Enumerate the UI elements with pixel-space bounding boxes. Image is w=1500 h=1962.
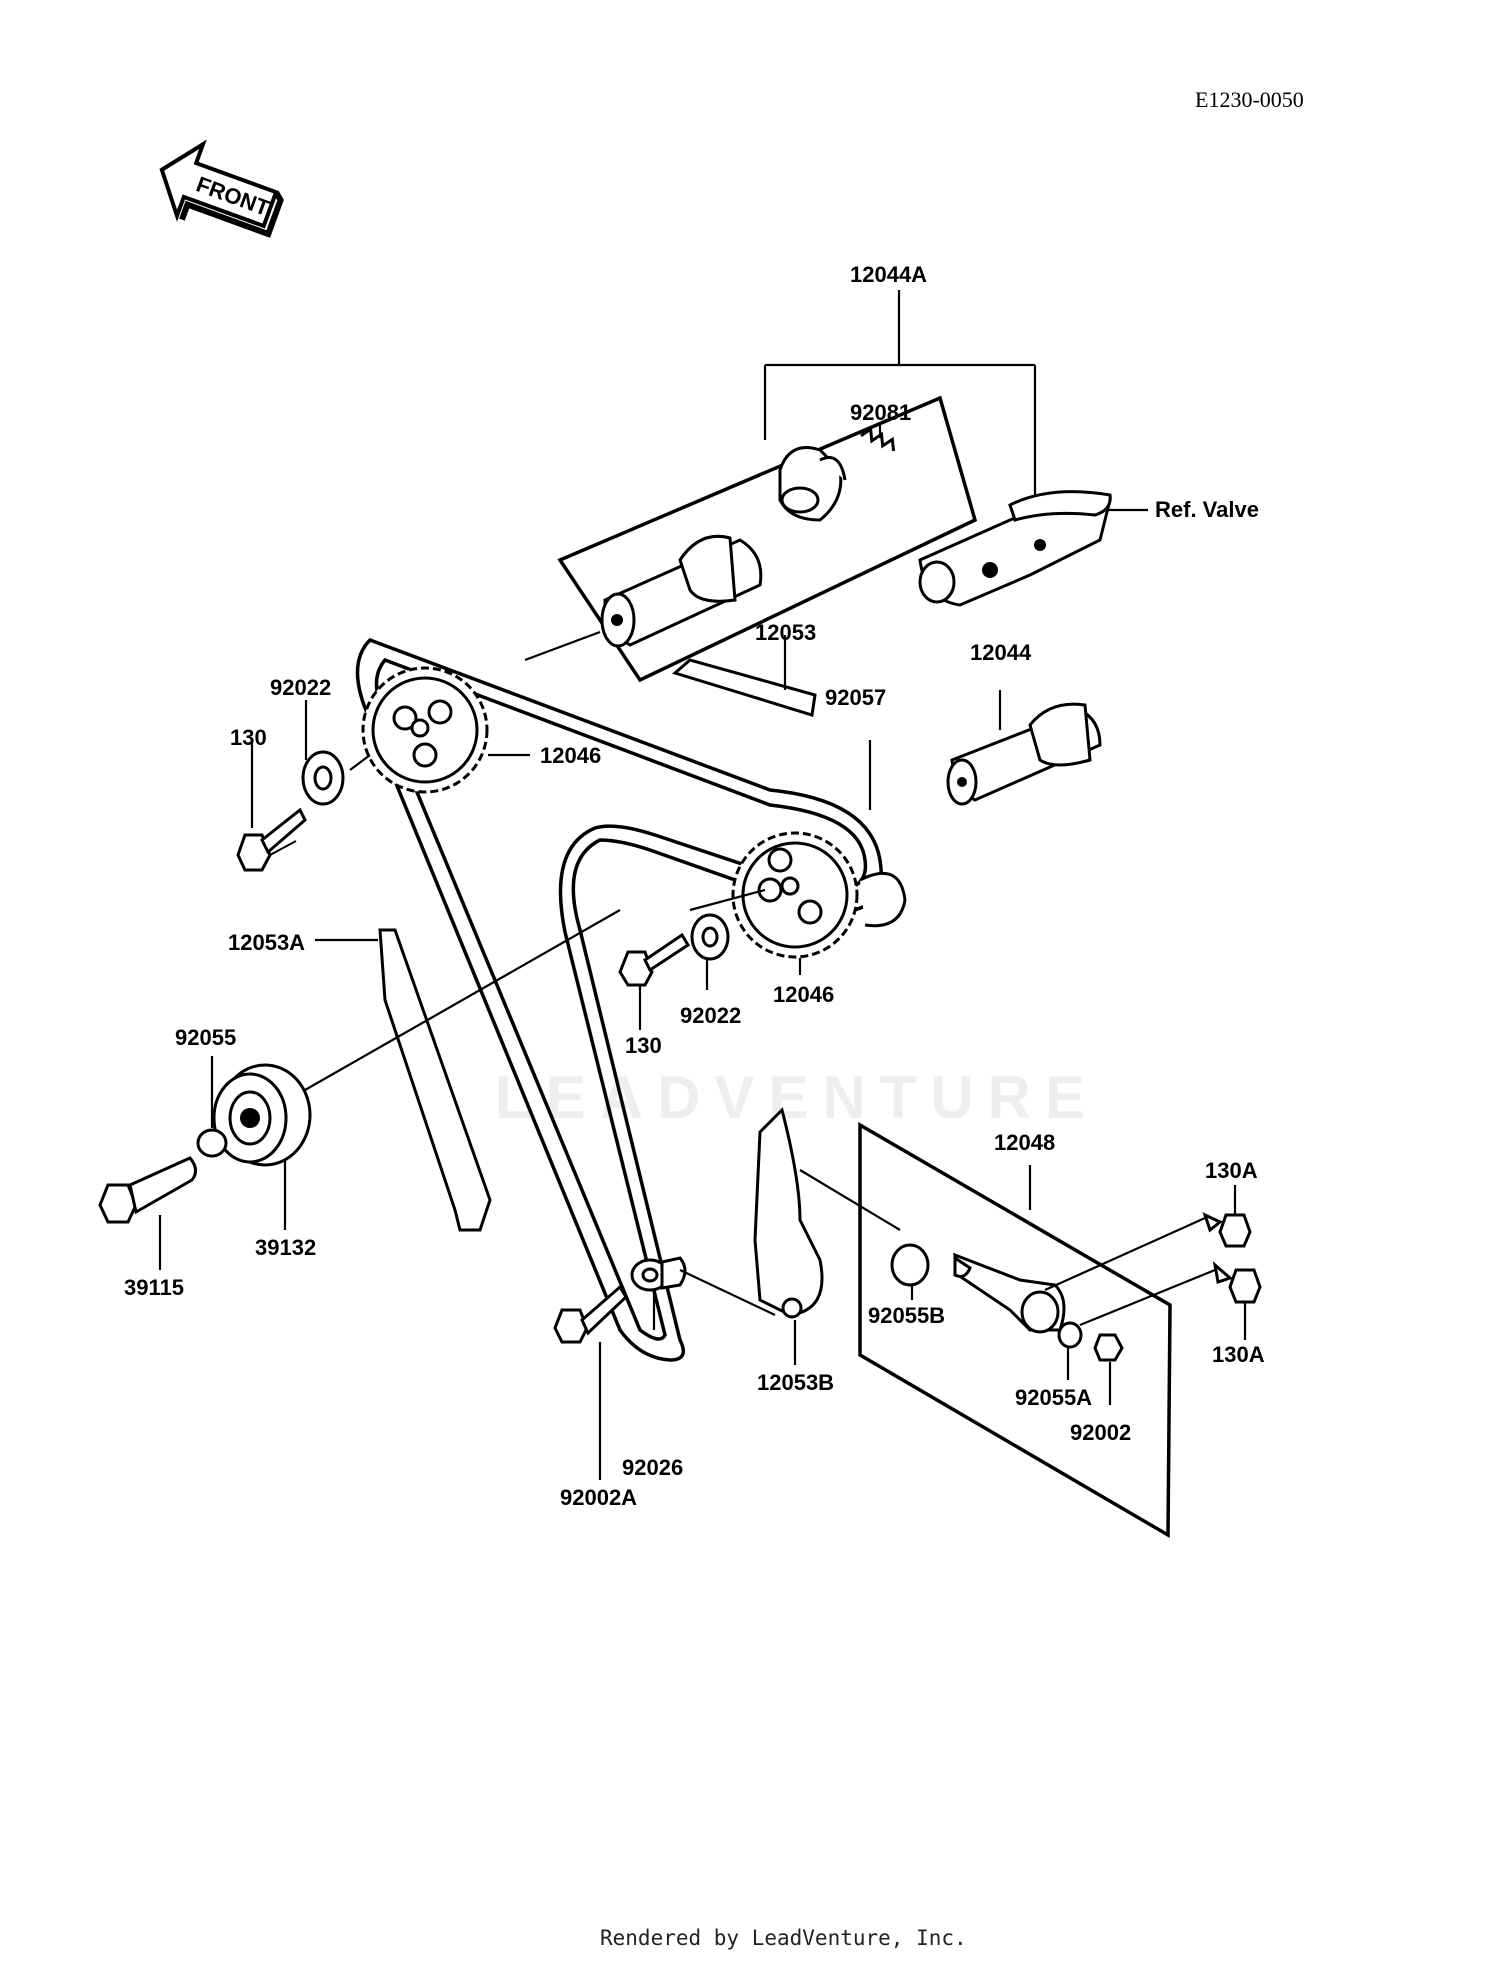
label-12046-lower: 12046 <box>773 982 834 1007</box>
rocker-arm-ref-valve <box>918 490 1148 607</box>
label-92002: 92002 <box>1070 1420 1131 1445</box>
label-92002a: 92002A <box>560 1485 637 1510</box>
label-130-lower: 130 <box>625 1033 662 1058</box>
plug-bolt-92002 <box>1093 1333 1124 1405</box>
label-92055b: 92055B <box>868 1303 945 1328</box>
label-92022-lower: 92022 <box>680 1003 741 1028</box>
label-12053a: 12053A <box>228 930 305 955</box>
label-130a-upper: 130A <box>1205 1158 1258 1183</box>
front-arrow-icon: FRONT <box>159 139 284 238</box>
label-130-upper: 130 <box>230 725 267 750</box>
label-92022-upper: 92022 <box>270 675 331 700</box>
bolt-130a-lower <box>1079 1261 1262 1340</box>
label-92055a: 92055A <box>1015 1385 1092 1410</box>
footer-credit: Rendered by LeadVenture, Inc. <box>600 1926 967 1950</box>
camshaft-12044 <box>946 690 1102 806</box>
collar-92026 <box>630 1256 776 1330</box>
washer-92022-lower <box>690 913 730 990</box>
tensioner-guide-12053b <box>753 1107 901 1365</box>
label-92081: 92081 <box>850 400 911 425</box>
label-12053b: 12053B <box>757 1370 834 1395</box>
shaft-bolt-39115 <box>98 1156 197 1270</box>
bolt-130-lower <box>618 932 691 1030</box>
label-130a-lower: 130A <box>1212 1342 1265 1367</box>
label-92057: 92057 <box>825 685 886 710</box>
label-39132: 39132 <box>255 1235 316 1260</box>
oring-92055b <box>890 1243 930 1300</box>
label-92055: 92055 <box>175 1025 236 1050</box>
label-12048: 12048 <box>994 1130 1055 1155</box>
sprocket-12046-lower <box>689 831 907 975</box>
label-12044a: 12044A <box>850 262 927 287</box>
label-12053: 12053 <box>755 620 816 645</box>
bolt-130-upper <box>236 742 307 872</box>
chain-guide-12053 <box>671 658 817 717</box>
label-12044: 12044 <box>970 640 1032 665</box>
label-92026: 92026 <box>622 1455 683 1480</box>
tensioner-kit-box <box>858 1121 1172 1539</box>
diagram-code: E1230-0050 <box>1195 87 1304 112</box>
idler-pulley-39132 <box>212 909 621 1230</box>
bolt-130a-upper <box>1044 1185 1252 1292</box>
label-ref-valve: Ref. Valve <box>1155 497 1259 522</box>
spring-92081 <box>860 426 896 452</box>
oring-92055a <box>1057 1321 1083 1380</box>
camshaft-12044a <box>600 534 763 648</box>
timing-chain-92057 <box>355 637 883 1362</box>
chain-guide-12053a <box>315 928 492 1232</box>
washer-92022-upper <box>301 700 371 806</box>
oring-92055 <box>196 1056 228 1158</box>
bolt-92002a <box>553 1284 628 1480</box>
label-12046-upper: 12046 <box>540 743 601 768</box>
decompressor-part <box>778 446 847 522</box>
bracket-12044a <box>763 290 1037 495</box>
sprocket-12046-upper <box>361 666 530 794</box>
label-39115: 39115 <box>124 1275 184 1300</box>
watermark: LEADVENTURE <box>495 1064 1099 1131</box>
